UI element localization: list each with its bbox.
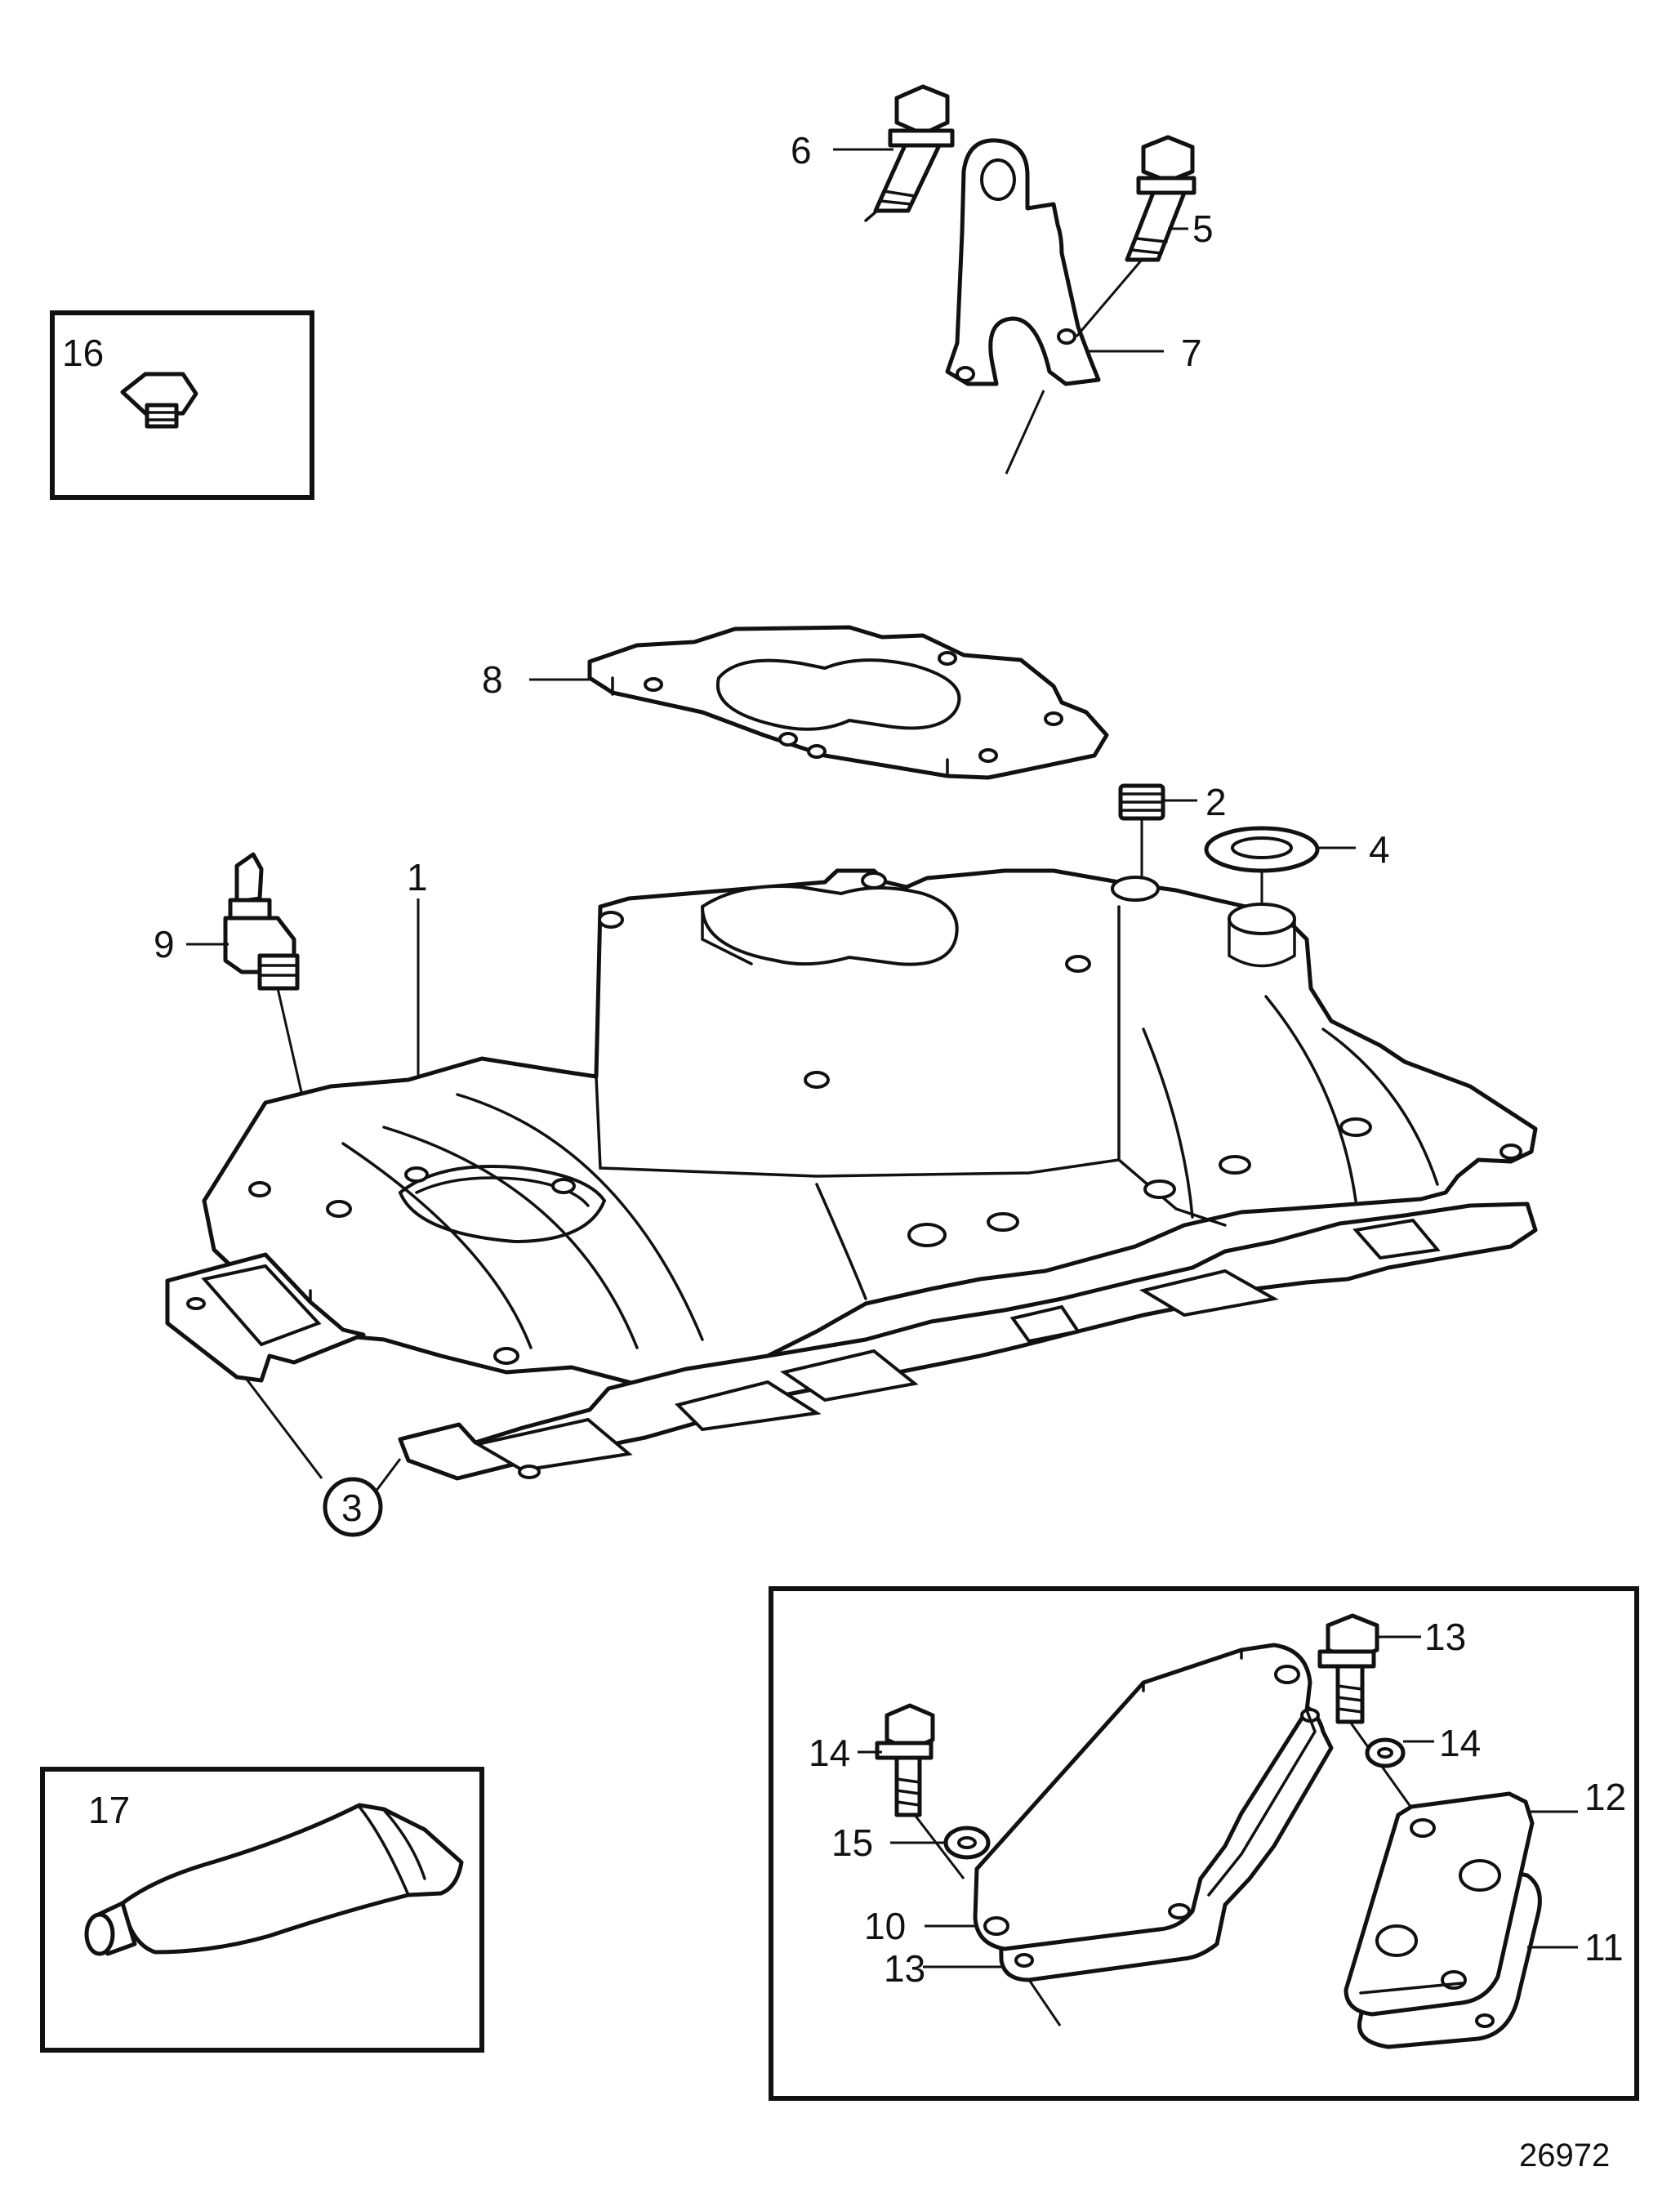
bolt-5 [1125,135,1196,262]
bolt-13-right [1317,1613,1379,1724]
intake-manifold-1 [202,868,1538,1391]
bolt-6 [864,84,955,222]
plug-2 [1118,783,1165,821]
spacer-plate-8 [587,625,1109,780]
bracket-7 [945,138,1101,386]
washer-15 [943,1826,991,1860]
label-12: 12 [1584,1776,1626,1818]
label-6: 6 [791,129,812,172]
washer-4 [1204,826,1320,873]
label-7: 7 [1181,332,1202,374]
label-10: 10 [864,1905,906,1947]
plug-16 [120,372,198,429]
figure-number: 26972 [1519,2138,1610,2174]
inset-box-16 [50,310,314,500]
label-14-left: 14 [809,1732,850,1774]
label-15: 15 [831,1821,873,1864]
label-14-right: 14 [1439,1722,1481,1764]
gasket-3-small [165,1252,366,1383]
label-1: 1 [407,856,428,898]
label-13-lower: 13 [884,1947,925,1990]
label-4: 4 [1369,828,1390,871]
cover-plate-12 [1344,1791,1535,2017]
label-2: 2 [1205,781,1227,823]
inset-box-17 [40,1767,484,2053]
washer-14-right [1365,1737,1406,1768]
inset-box-covers [769,1586,1639,2101]
label-3: 3 [341,1487,363,1529]
label-9: 9 [154,923,175,965]
label-8: 8 [482,658,503,701]
sensor-9 [223,852,300,991]
label-16: 16 [62,332,104,374]
bolt-14-left [875,1703,935,1817]
gasket-3-long [398,1202,1538,1481]
label-17: 17 [88,1789,130,1831]
label-3-circle [323,1477,383,1537]
label-13-upper: 13 [1424,1616,1466,1658]
label-5: 5 [1192,207,1214,250]
sealant-tube-17 [84,1803,464,1956]
label-11: 11 [1584,1926,1624,1968]
cover-plate-10 [973,1643,1320,1951]
